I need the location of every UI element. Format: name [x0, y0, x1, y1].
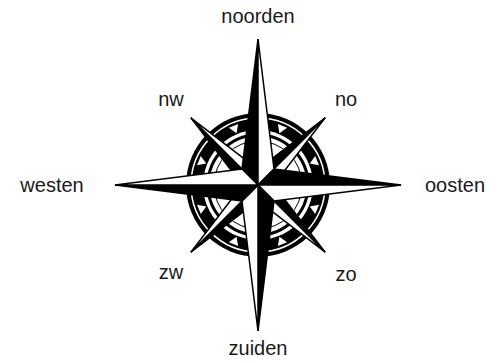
direction-label: zo	[335, 263, 356, 285]
direction-label: zw	[159, 261, 183, 283]
direction-label: noorden	[221, 5, 294, 27]
direction-label: zuiden	[229, 337, 288, 359]
direction-label: no	[335, 88, 357, 110]
direction-label: nw	[158, 88, 184, 110]
cardinal-arms	[115, 39, 401, 331]
direction-label: oosten	[425, 174, 485, 196]
direction-label: westen	[20, 174, 83, 196]
